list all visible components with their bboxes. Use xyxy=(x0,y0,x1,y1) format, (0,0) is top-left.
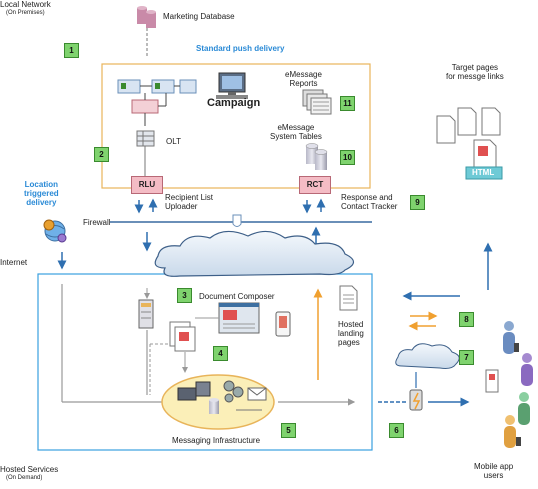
step-badge-3: 3 xyxy=(177,288,192,303)
recipient-list-uploader-label: Recipient List Uploader xyxy=(165,193,214,211)
firewall-label: Firewall xyxy=(83,218,111,227)
hosted-services-label: Hosted Services xyxy=(0,465,59,474)
server-icon xyxy=(138,288,154,395)
mobile-app-users-label: Mobile app users xyxy=(474,462,514,480)
step-badge-7: 7 xyxy=(459,350,474,365)
marketing-database-icon xyxy=(137,6,156,28)
step-badge-2: 2 xyxy=(94,147,109,162)
step-badge-9: 9 xyxy=(410,195,425,210)
phone-icon xyxy=(275,311,291,337)
emessage-reports-label: eMessage Reports xyxy=(285,70,322,88)
step-badge-1: 1 xyxy=(64,43,79,58)
computer-icon xyxy=(216,72,248,99)
on-demand-label: (On Demand) xyxy=(6,475,43,481)
firewall-icon xyxy=(232,214,242,227)
messaging-infrastructure-hub xyxy=(161,374,275,430)
landing-page-icon xyxy=(339,285,358,311)
document-composer-label: Document Composer xyxy=(199,292,275,301)
step-badge-6: 6 xyxy=(389,423,404,438)
rct-tag: RCT xyxy=(299,176,331,194)
gateway-icon xyxy=(409,389,423,411)
globe-icon xyxy=(43,219,67,243)
step-badge-4: 4 xyxy=(213,346,228,361)
document-icon xyxy=(149,321,196,395)
step-badge-8: 8 xyxy=(459,312,474,327)
premises-boundary xyxy=(101,63,371,189)
campaign-label: Campaign xyxy=(207,97,261,109)
messaging-infrastructure-label: Messaging Infrastructure xyxy=(172,436,261,445)
step-badge-11: 11 xyxy=(340,96,355,111)
database-icon xyxy=(305,143,328,170)
hosted-landing-pages-label: Hosted landing pages xyxy=(338,320,364,347)
target-pages-label: Target pages for messge links xyxy=(446,63,504,81)
location-triggered-label: Location triggered delivery xyxy=(24,180,59,207)
local-network-label: Local Network xyxy=(0,0,51,9)
marketing-database-label: Marketing Database xyxy=(163,12,235,21)
workflow-icon xyxy=(117,79,197,126)
composer-window-icon xyxy=(195,302,260,334)
olt-label: OLT xyxy=(166,137,181,146)
step-badge-5: 5 xyxy=(281,423,296,438)
emessage-system-tables-label: eMessage System Tables xyxy=(270,123,322,141)
response-contact-tracker-label: Response and Contact Tracker xyxy=(341,193,398,211)
person-icon xyxy=(485,321,533,448)
report-icon xyxy=(302,89,332,115)
on-premises-label: (On Premises) xyxy=(6,10,45,16)
html-label: HTML xyxy=(472,168,495,177)
cloud-icon xyxy=(154,230,355,277)
standard-push-label: Standard push delivery xyxy=(196,44,285,53)
internet-label: Internet xyxy=(0,258,28,267)
target-pages-icon xyxy=(436,107,503,180)
mobile-cloud-icon xyxy=(395,343,460,369)
step-badge-10: 10 xyxy=(340,150,355,165)
table-icon xyxy=(136,130,155,176)
rlu-tag: RLU xyxy=(131,176,163,194)
